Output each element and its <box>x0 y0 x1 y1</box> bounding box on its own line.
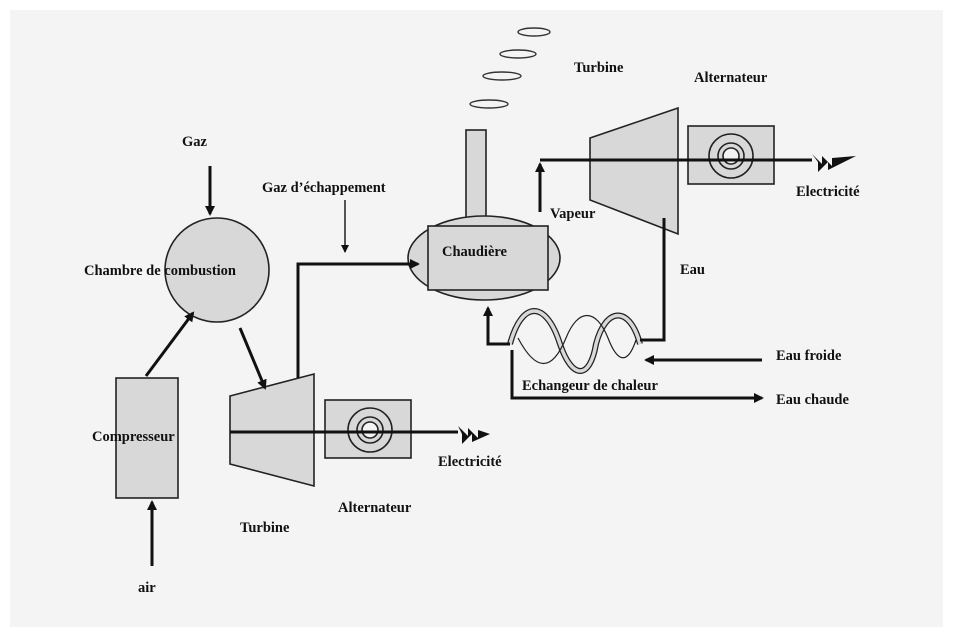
label-turbine-gaz: Turbine <box>240 520 290 536</box>
label-turbine-vapeur: Turbine <box>574 60 624 76</box>
eau-chaude-arrow <box>510 350 764 403</box>
label-compresseur: Compresseur <box>92 429 175 445</box>
label-echangeur: Echangeur de chaleur <box>522 378 658 394</box>
smoke-rings <box>469 27 551 109</box>
alternateur-bas <box>324 399 412 459</box>
label-gaz: Gaz <box>182 134 208 150</box>
electricite-haut-icon <box>812 154 856 172</box>
eau-return-line <box>640 218 666 342</box>
label-chambre: Chambre de combustion <box>84 263 236 279</box>
exhaust-to-chaudiere-arrow <box>296 259 420 378</box>
label-eau: Eau <box>680 262 705 278</box>
echangeur-coil <box>507 308 643 374</box>
label-electricite-haut: Electricité <box>796 184 860 200</box>
paper-background <box>10 10 943 627</box>
label-chaudiere: Chaudière <box>442 244 508 260</box>
compresseur-to-chambre-arrow <box>144 311 195 377</box>
compresseur <box>115 377 179 499</box>
label-vapeur: Vapeur <box>550 206 596 222</box>
chimney <box>465 129 487 219</box>
turbine-gaz <box>229 372 315 488</box>
turbine-vapeur <box>589 106 679 236</box>
label-eau-chaude: Eau chaude <box>776 392 849 408</box>
electricite-bas-icon <box>458 426 490 444</box>
label-alternateur-haut: Alternateur <box>694 70 768 86</box>
chambre-de-combustion <box>164 217 270 323</box>
chaudiere <box>407 215 561 301</box>
label-eau-froide: Eau froide <box>776 348 842 364</box>
label-gaz-echappement: Gaz d’échappement <box>262 180 386 196</box>
label-alternateur-bas: Alternateur <box>338 500 412 516</box>
alternateur-haut <box>687 125 775 185</box>
chambre-to-turbine-arrow <box>238 327 267 390</box>
water-to-chaudiere-arrow <box>483 306 510 346</box>
label-electricite-bas: Electricité <box>438 454 502 470</box>
label-air: air <box>138 580 156 596</box>
